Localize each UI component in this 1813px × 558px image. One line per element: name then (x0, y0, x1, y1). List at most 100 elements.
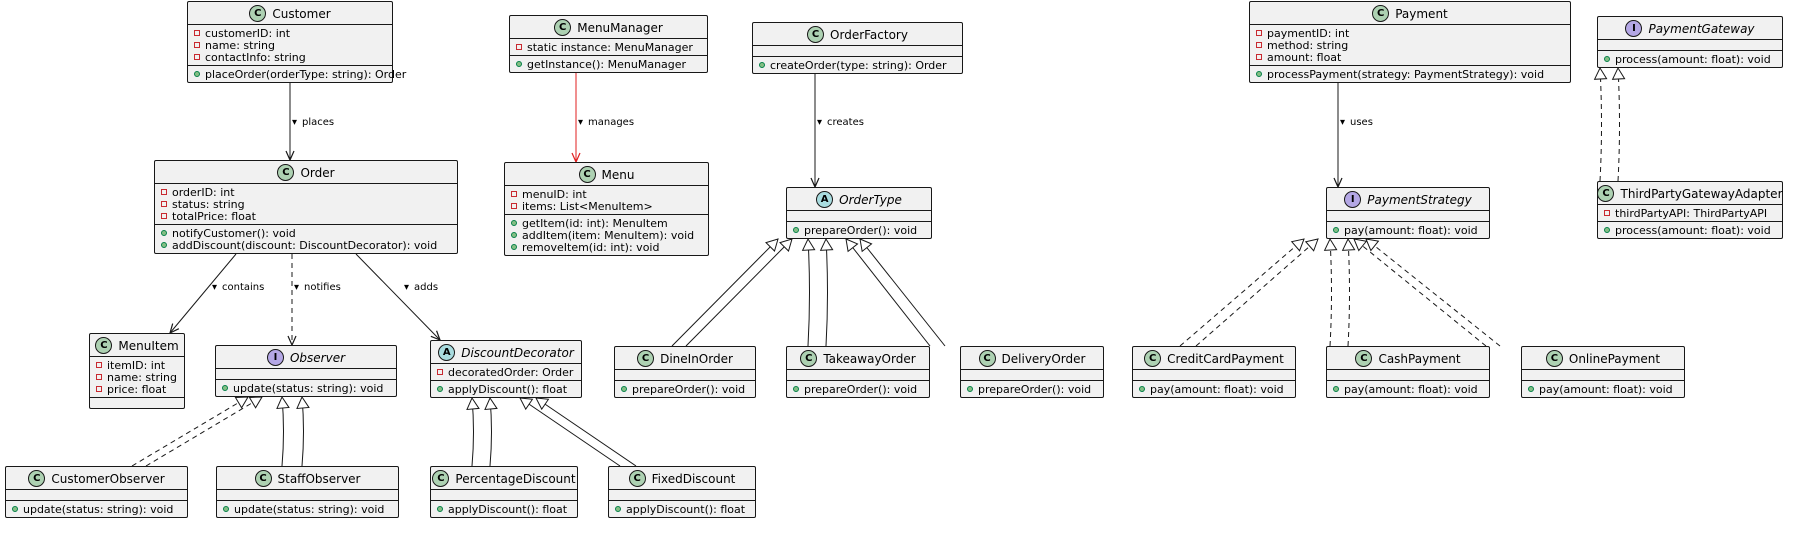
method-text: pay(amount: float): void (1150, 382, 1284, 396)
inheritance-triangle (1593, 66, 1608, 80)
class-icon: C (807, 26, 825, 43)
class-icon: C (28, 470, 46, 487)
inheritance-triangle (234, 396, 249, 409)
relation-line (845, 238, 931, 347)
class-method: applyDiscount(): float (437, 382, 575, 396)
class-name: PercentageDiscount (455, 471, 576, 486)
public-visibility-icon (1333, 227, 1339, 233)
class-method: getInstance(): MenuManager (516, 57, 701, 71)
class-field: name: string (194, 39, 386, 52)
field-text: contactInfo: string (205, 50, 306, 64)
method-text: applyDiscount(): float (448, 382, 568, 396)
class-box-paymentgateway[interactable]: I PaymentGateway process(amount: float): v… (1597, 16, 1783, 68)
class-box-dineinorder[interactable]: C DineInOrder prepareOrder(): void (614, 346, 756, 398)
public-visibility-icon (223, 506, 229, 512)
inheritance-triangle (484, 396, 498, 411)
class-field: decoratedOrder: Order (437, 366, 575, 379)
method-text: update(status: string): void (234, 502, 385, 516)
relation-r-credit (1179, 238, 1319, 347)
abstract-class-icon: A (816, 191, 834, 208)
methods-section: process(amount: float): void (1598, 50, 1782, 67)
method-text: prepareOrder(): void (632, 382, 746, 396)
methods-section: process(amount: float): void (1598, 221, 1782, 238)
class-name: DineInOrder (660, 351, 733, 366)
public-visibility-icon (793, 386, 799, 392)
class-name: Payment (1395, 6, 1448, 21)
class-method: pay(amount: float): void (1139, 382, 1289, 396)
relation-line (131, 396, 249, 467)
class-method: addItem(item: MenuItem): void (511, 229, 702, 242)
inheritance-triangle (801, 237, 816, 251)
method-text: getInstance(): MenuManager (527, 57, 687, 71)
class-method: update(status: string): void (12, 503, 181, 516)
methods-section: prepareOrder(): void (787, 380, 929, 397)
class-method: process(amount: float): void (1604, 224, 1776, 237)
field-text: price: float (107, 382, 167, 396)
class-name: OnlinePayment (1568, 351, 1661, 366)
class-field: static instance: MenuManager (516, 41, 701, 54)
class-method: notifyCustomer(): void (161, 226, 451, 240)
fields-section: decoratedOrder: Order (431, 363, 581, 380)
fields-section (1522, 369, 1684, 380)
relation-line (1353, 238, 1487, 347)
method-text: notifyCustomer(): void (172, 226, 296, 240)
fields-section (753, 45, 962, 56)
method-text: applyDiscount(): float (626, 502, 746, 516)
method-text: applyDiscount(): float (448, 502, 568, 516)
interface-icon: I (1625, 20, 1643, 37)
class-method: pay(amount: float): void (1333, 383, 1483, 396)
relation-r-cash (1323, 237, 1356, 347)
class-icon: C (1545, 350, 1563, 367)
relation-r-takeaway (801, 237, 834, 347)
method-text: removeItem(id: int): void (522, 240, 660, 254)
class-header: C DineInOrder (615, 347, 755, 369)
field-text: items: List<MenuItem> (522, 199, 653, 213)
inheritance-triangle (1365, 238, 1380, 252)
class-name: PaymentGateway (1648, 21, 1755, 36)
methods-section: prepareOrder(): void (787, 221, 931, 238)
field-text: totalPrice: float (172, 209, 256, 223)
class-icon: C (637, 350, 655, 367)
class-name: TakeawayOrder (823, 351, 916, 366)
class-icon: C (95, 337, 113, 354)
private-visibility-icon (161, 213, 167, 219)
private-visibility-icon (1256, 42, 1262, 48)
public-visibility-icon (437, 386, 443, 392)
inheritance-triangle (248, 396, 263, 409)
relation-line (685, 238, 793, 347)
private-visibility-icon (194, 54, 200, 60)
direction-marker-icon: ▾ (578, 117, 583, 128)
relation-label: contains (222, 282, 264, 293)
method-text: process(amount: float): void (1615, 52, 1771, 66)
public-visibility-icon (1604, 227, 1610, 233)
class-field: price: float (96, 382, 178, 396)
methods-section: applyDiscount(): float (431, 500, 577, 517)
class-name: MenuManager (577, 20, 663, 35)
class-name: Menu (601, 167, 635, 182)
